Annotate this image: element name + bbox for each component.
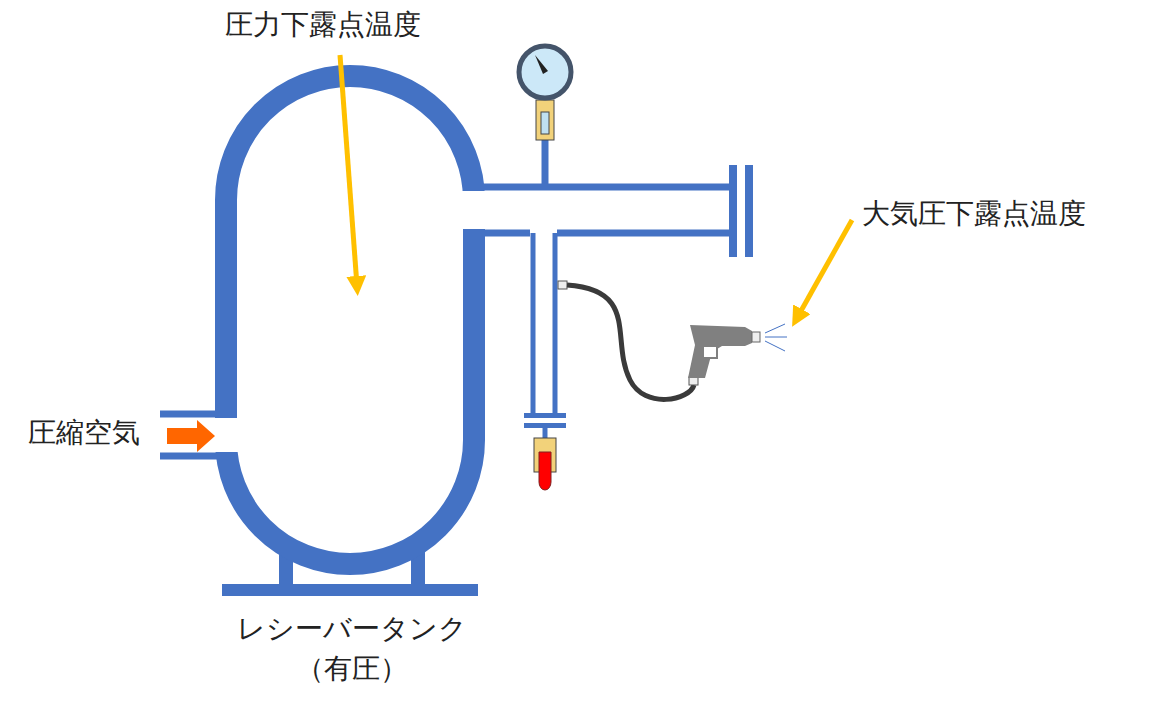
blow-gun: [688, 325, 752, 378]
tank-base: [222, 584, 478, 596]
inlet-label: 圧縮空気: [28, 416, 140, 450]
gauge-fitting: [536, 100, 554, 140]
outlet-pipe: [557, 230, 730, 237]
tank-shell: [226, 76, 474, 564]
drain-pipe: [531, 233, 536, 415]
gauge-needle: [535, 55, 548, 74]
gauge-stem: [542, 138, 549, 187]
inlet-pipe: [160, 411, 237, 418]
inlet-pipe: [160, 453, 237, 460]
outlet-pipe: [463, 230, 530, 237]
pressure-dewpoint-label: 圧力下露点温度: [225, 8, 421, 42]
leader-arrow: [797, 220, 852, 318]
spray-lines: [765, 324, 787, 351]
drain-flange: [524, 413, 566, 418]
tank-label: レシーバータンク: [237, 612, 467, 646]
drain-pipe: [553, 233, 558, 415]
tank-note: （有圧）: [296, 652, 408, 686]
pressure-gauge: [519, 46, 571, 98]
pipe-flange: [745, 165, 753, 257]
drain-bulb: [539, 452, 551, 490]
air-hose: [567, 285, 694, 399]
leader-arrow: [340, 55, 357, 286]
drain-flange: [524, 423, 566, 428]
outlet-pipe: [463, 184, 730, 191]
flow-arrow: [167, 420, 215, 452]
pipe-flange: [729, 165, 737, 257]
atmospheric-dewpoint-label: 大気圧下露点温度: [862, 197, 1086, 231]
